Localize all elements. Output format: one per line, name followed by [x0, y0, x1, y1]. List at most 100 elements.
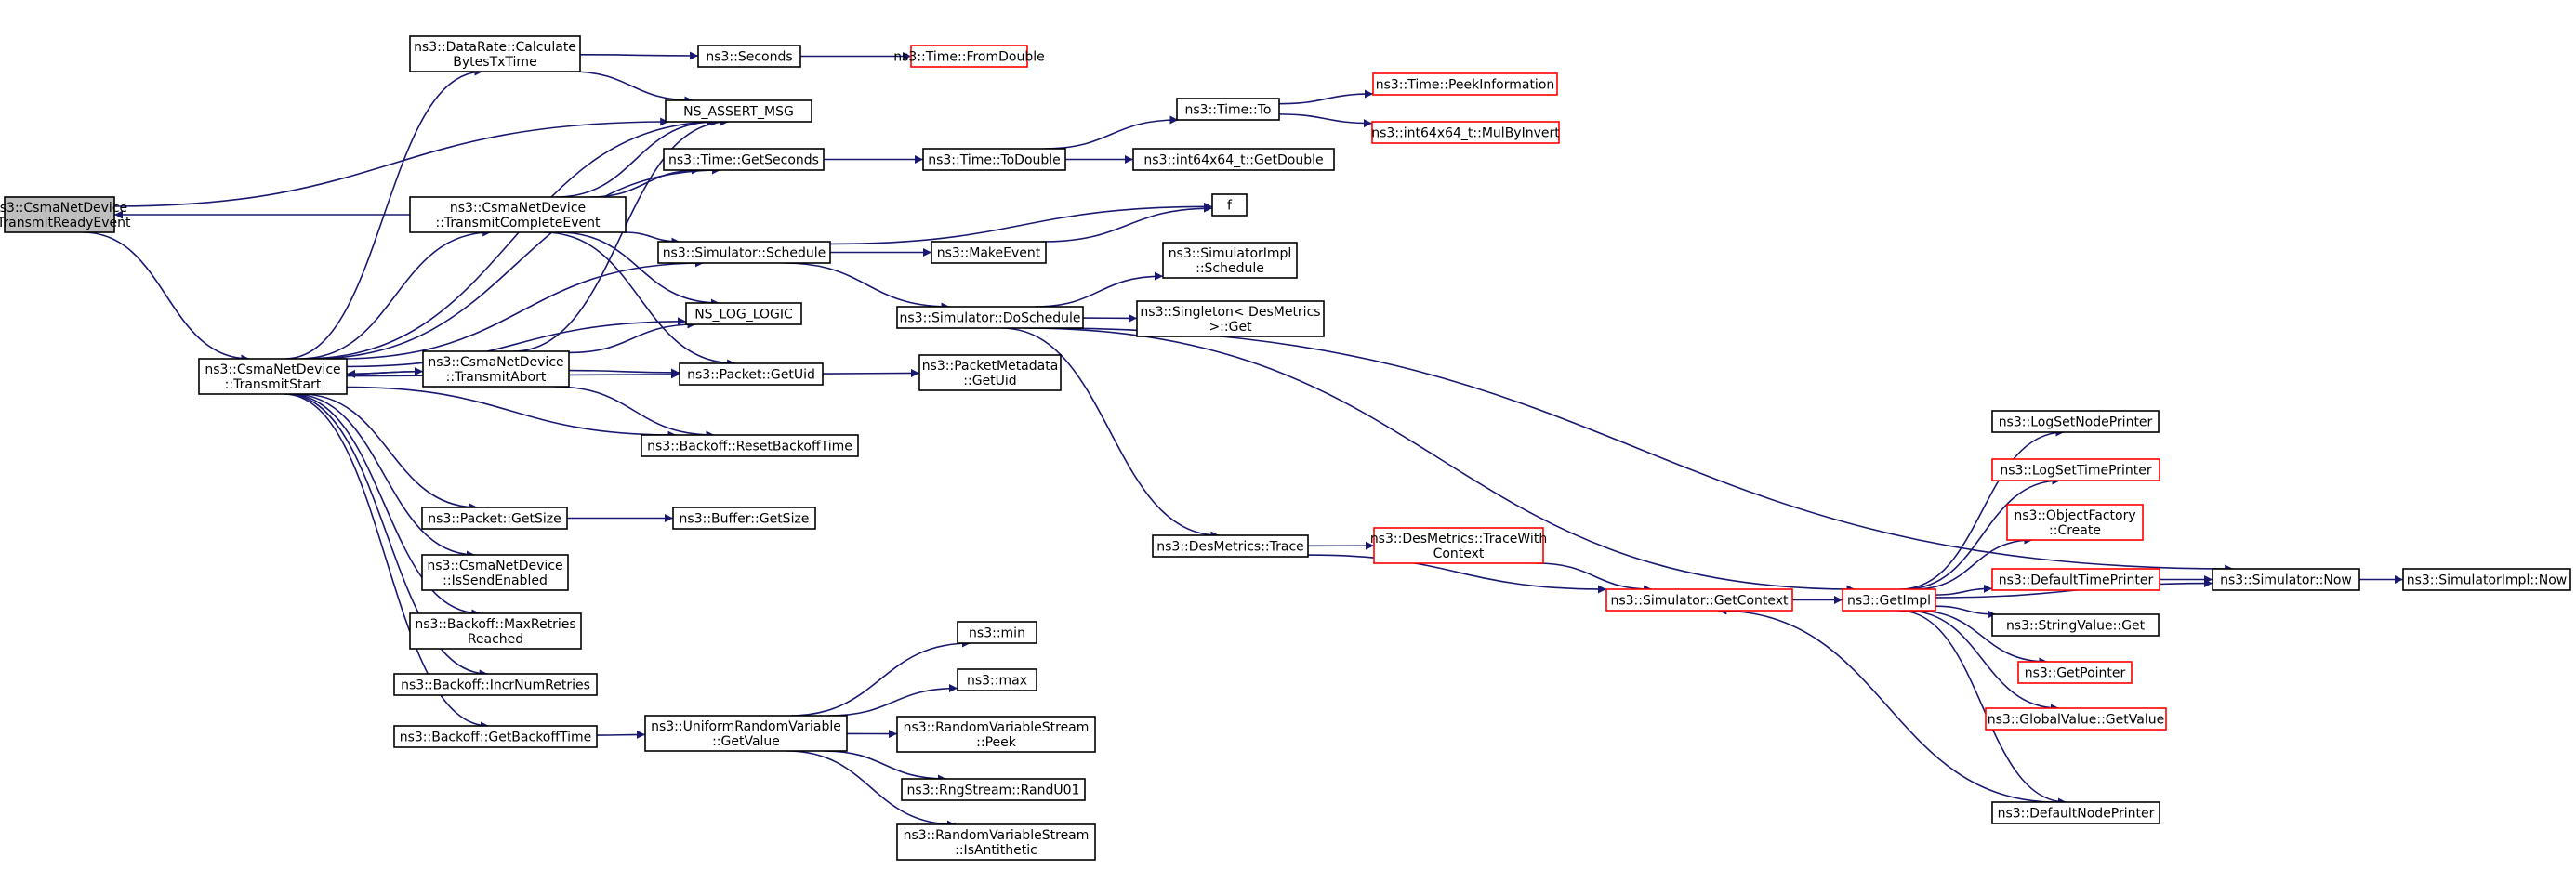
- node-pgs[interactable]: ns3::Packet::GetSize: [421, 507, 568, 530]
- node-gimpl[interactable]: ns3::GetImpl: [1842, 588, 1936, 612]
- node-box: [2006, 504, 2144, 541]
- node-sgc[interactable]: ns3::Simulator::GetContext: [1605, 588, 1793, 612]
- node-label: ::GetValue: [712, 734, 780, 749]
- node-bgs[interactable]: ns3::Buffer::GetSize: [672, 507, 816, 530]
- node-tfd[interactable]: ns3::Time::FromDouble: [893, 45, 1045, 68]
- node-ssch[interactable]: ns3::Simulator::Schedule: [657, 241, 831, 264]
- edge-line: [303, 117, 720, 360]
- node-box: [1373, 527, 1544, 564]
- node-gvgv[interactable]: ns3::GlobalValue::GetValue: [1985, 707, 2167, 731]
- edge-line: [568, 368, 680, 377]
- edge-ts-to-ise: [293, 393, 475, 560]
- node-dmt[interactable]: ns3::DesMetrics::Trace: [1152, 534, 1309, 558]
- edge-gimpl-to-dnp: [1898, 610, 2067, 807]
- node-sinow[interactable]: ns3::SimulatorImpl::Now: [2402, 568, 2571, 591]
- node-svg[interactable]: ns3::StringValue::Get: [1991, 613, 2160, 637]
- node-label: ns3::Time::To: [1185, 103, 1272, 118]
- node-min[interactable]: ns3::min: [957, 621, 1037, 644]
- edge-line: [300, 393, 479, 512]
- node-ts[interactable]: ns3::CsmaNetDevice::TransmitStart: [198, 358, 348, 395]
- node-lsnp[interactable]: ns3::LogSetNodePrinter: [1991, 410, 2160, 433]
- edge-urv-to-min: [789, 639, 971, 717]
- node-box: [1605, 588, 1793, 612]
- edge-mke-to-f: [1042, 204, 1213, 243]
- node-gbt[interactable]: ns3::Backoff::GetBackoffTime: [393, 725, 598, 748]
- edge-line: [786, 750, 956, 829]
- node-snow[interactable]: ns3::Simulator::Now: [2212, 568, 2360, 591]
- node-label: ns3::DefaultNodePrinter: [1998, 807, 2155, 822]
- edge-line: [83, 231, 250, 363]
- node-label: ns3::GlobalValue::GetValue: [1988, 713, 2164, 728]
- node-max[interactable]: ns3::max: [957, 668, 1037, 691]
- node-dtp[interactable]: ns3::DefaultTimePrinter: [1991, 568, 2160, 591]
- node-assert[interactable]: NS_ASSERT_MSG: [665, 99, 812, 123]
- node-label: ::Peek: [976, 735, 1017, 750]
- node-label: ns3::min: [969, 626, 1025, 641]
- node-label: ns3::Time::FromDouble: [893, 50, 1045, 65]
- edge-ts-to-assert: [303, 117, 720, 360]
- node-label: ns3::Backoff::GetBackoffTime: [400, 731, 592, 745]
- node-label: ns3::Simulator::Schedule: [663, 246, 826, 261]
- node-tce[interactable]: ns3::CsmaNetDevice::TransmitCompleteEven…: [409, 196, 627, 233]
- edge-line: [789, 639, 971, 717]
- edge-dnp-to-sgc: [1718, 606, 2057, 803]
- node-rvp[interactable]: ns3::RandomVariableStream::Peek: [896, 716, 1096, 753]
- node-log[interactable]: NS_LOG_LOGIC: [685, 302, 802, 325]
- edge-line: [512, 117, 729, 352]
- edge-ttd-to-tto: [1044, 115, 1179, 150]
- edge-line: [554, 386, 715, 440]
- node-rva[interactable]: ns3::RandomVariableStream::IsAntithetic: [896, 823, 1096, 861]
- node-box: [2402, 568, 2571, 591]
- node-box: [697, 45, 801, 68]
- edge-line: [346, 317, 687, 368]
- node-sis[interactable]: ns3::SimulatorImpl::Schedule: [1162, 242, 1298, 279]
- node-tto[interactable]: ns3::Time::To: [1176, 98, 1280, 121]
- node-label: ns3::SimulatorImpl::Now: [2407, 573, 2568, 588]
- node-inr[interactable]: ns3::Backoff::IncrNumRetries: [393, 673, 598, 696]
- node-i64gd[interactable]: ns3::int64x64_t::GetDouble: [1132, 148, 1335, 171]
- node-dnp[interactable]: ns3::DefaultNodePrinter: [1991, 801, 2160, 824]
- node-f[interactable]: f: [1211, 193, 1248, 217]
- node-rbt[interactable]: ns3::Backoff::ResetBackoffTime: [641, 434, 859, 457]
- node-label: NS_ASSERT_MSG: [683, 105, 794, 120]
- node-ise[interactable]: ns3::CsmaNetDevice::IsSendEnabled: [421, 554, 569, 591]
- edge-tce-to-ssch: [624, 231, 680, 246]
- node-box: [2212, 568, 2360, 591]
- node-root[interactable]: ns3::CsmaNetDevice::TransmitReadyEvent: [0, 196, 131, 233]
- node-tpi[interactable]: ns3::Time::PeekInformation: [1372, 72, 1558, 96]
- edge-line: [570, 71, 694, 105]
- node-urv[interactable]: ns3::UniformRandomVariable::GetValue: [644, 715, 848, 752]
- edge-ta-to-ts: [346, 369, 424, 378]
- node-box: [644, 715, 848, 752]
- node-gptr[interactable]: ns3::GetPointer: [2017, 661, 2133, 684]
- edge-line: [1024, 327, 1856, 594]
- node-sec[interactable]: ns3::Seconds: [697, 45, 801, 68]
- node-ta[interactable]: ns3::CsmaNetDevice::TransmitAbort: [422, 350, 570, 388]
- edge-tce-to-log: [558, 231, 720, 308]
- node-guid[interactable]: ns3::Packet::GetUid: [679, 362, 824, 386]
- node-rng[interactable]: ns3::RngStream::RandU01: [901, 778, 1086, 801]
- node-mbi[interactable]: ns3::int64x64_t::MulByInvert: [1371, 121, 1560, 144]
- node-box: [2017, 661, 2133, 684]
- node-label: ns3::Backoff::IncrNumRetries: [401, 678, 590, 693]
- node-box: [1991, 613, 2160, 637]
- edge-tce-to-tgs: [589, 165, 701, 198]
- node-label: >::Get: [1209, 320, 1252, 335]
- node-label: ns3::LogSetTimePrinter: [2000, 464, 2152, 479]
- edge-line: [1278, 89, 1374, 105]
- node-ttd[interactable]: ns3::Time::ToDouble: [922, 148, 1066, 171]
- node-label: ns3::Time::PeekInformation: [1376, 78, 1555, 93]
- node-tgs[interactable]: ns3::Time::GetSeconds: [663, 148, 825, 171]
- node-sing[interactable]: ns3::Singleton< DesMetrics >::Get: [1136, 300, 1325, 337]
- edge-line: [1042, 327, 2234, 573]
- edge-line: [1001, 327, 1220, 540]
- node-mke[interactable]: ns3::MakeEvent: [931, 241, 1047, 264]
- node-lstp[interactable]: ns3::LogSetTimePrinter: [1991, 458, 2160, 481]
- node-sds[interactable]: ns3::Simulator::DoSchedule: [896, 306, 1084, 329]
- node-label: ns3::LogSetNodePrinter: [1999, 415, 2153, 430]
- node-pmg[interactable]: ns3::PacketMetadata::GetUid: [918, 354, 1062, 391]
- node-ofc[interactable]: ns3::ObjectFactory::Create: [2006, 504, 2144, 541]
